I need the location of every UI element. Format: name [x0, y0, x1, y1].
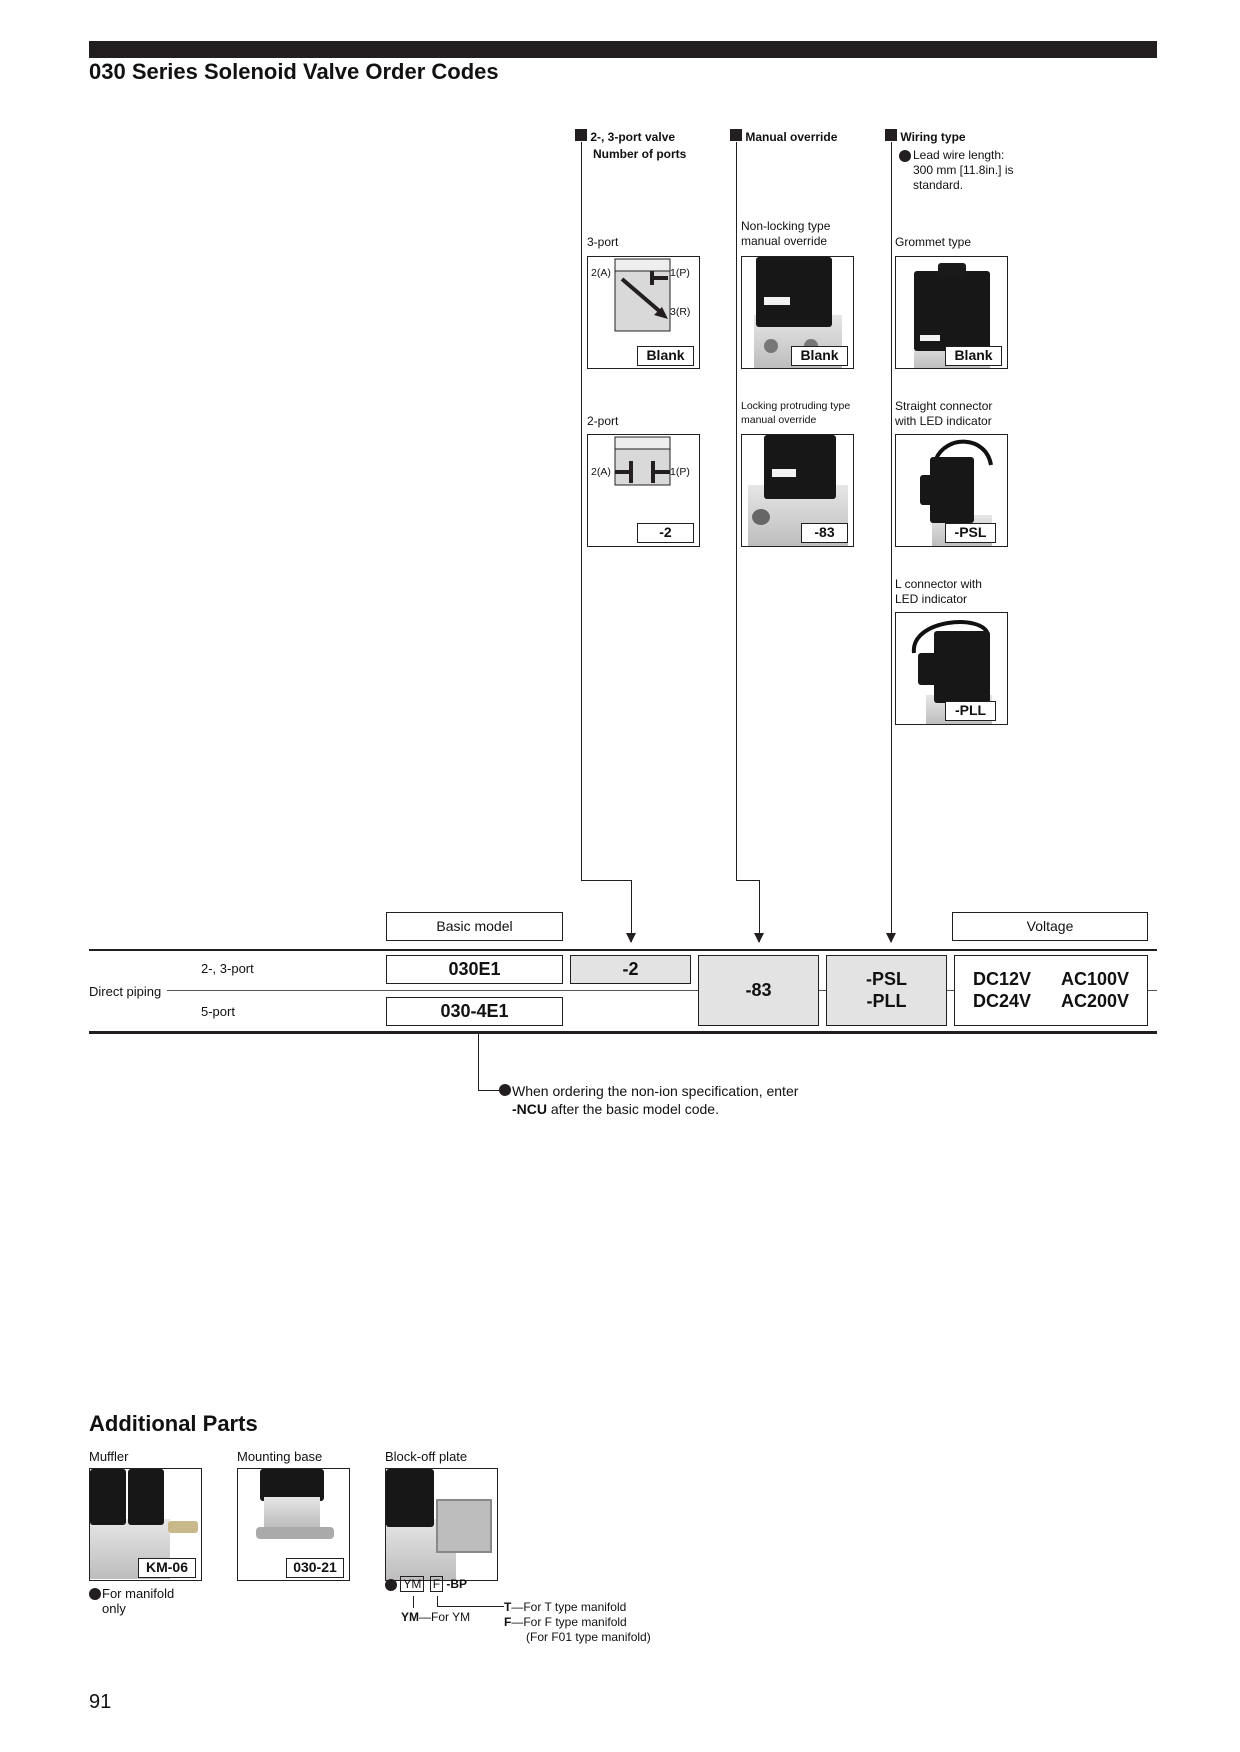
- table-bottom-rule: [89, 1031, 1157, 1034]
- two-port-valve-symbol: [614, 436, 671, 486]
- table-mid-rule: [89, 990, 1157, 991]
- arrow-down-icon: [886, 933, 896, 943]
- port-a-label: 2(A): [591, 466, 611, 478]
- bullet-icon: [899, 150, 911, 162]
- row2-label: 5-port: [201, 1004, 235, 1019]
- port-a-label: 2(A): [591, 267, 611, 279]
- muffler-label: Muffler: [89, 1449, 129, 1464]
- ports-connector-line: [581, 142, 582, 880]
- l-connector-code: -PLL: [945, 701, 996, 721]
- direct-piping-label: Direct piping: [89, 984, 168, 999]
- override-code-cell: -83: [698, 955, 819, 1026]
- model-030e1: 030E1: [386, 955, 563, 984]
- override-connector-line: [736, 142, 737, 880]
- wiring-connector-line: [891, 142, 892, 942]
- muffler-note: For manifold only: [89, 1586, 174, 1616]
- wiring-header: Wiring type: [885, 129, 966, 146]
- port-p-label: 1(P): [670, 466, 690, 478]
- ym-note: YM—For YM: [401, 1610, 471, 1624]
- ports-header: 2-, 3-port valve Number of ports: [575, 129, 686, 163]
- block-off-code: YM F -BP: [385, 1576, 467, 1595]
- arrow-down-icon: [754, 933, 764, 943]
- manual-override-header: Manual override: [730, 129, 837, 146]
- basic-model-header: Basic model: [386, 912, 563, 941]
- bullet-icon: [385, 1578, 397, 1591]
- two-port-label: 2-port: [587, 414, 619, 428]
- mounting-base-label: Mounting base: [237, 1449, 323, 1464]
- t-type-note: T—For T type manifold: [504, 1600, 627, 1614]
- block-off-plate-photo: [385, 1468, 498, 1581]
- square-bullet-icon: [885, 129, 897, 141]
- block-off-plate-label: Block-off plate: [385, 1449, 468, 1464]
- wiring-note: Lead wire length: 300 mm [11.8in.] is st…: [899, 148, 1014, 193]
- square-bullet-icon: [730, 129, 742, 141]
- three-port-code: Blank: [637, 346, 694, 366]
- page-number: 91: [89, 1691, 112, 1713]
- port-p-label: 1(P): [670, 267, 690, 279]
- f-type-note: F—For F type manifold: [504, 1615, 627, 1629]
- l-connector-label: L connector with LED indicator: [895, 577, 982, 606]
- three-port-label: 3-port: [587, 235, 619, 249]
- grommet-label: Grommet type: [895, 235, 972, 249]
- title-bar: [89, 41, 1157, 58]
- muffler-code: KM-06: [138, 1558, 196, 1578]
- two-port-code: -2: [637, 523, 694, 543]
- model-030-4e1: 030-4E1: [386, 997, 563, 1026]
- square-bullet-icon: [575, 129, 587, 141]
- locking-code: -83: [801, 523, 848, 543]
- voltage-cell: DC12V AC100V DC24V AC200V: [954, 955, 1148, 1026]
- table-top-rule: [89, 949, 1157, 951]
- port-r-label: 3(R): [670, 306, 691, 318]
- locking-photo: [741, 434, 854, 547]
- grommet-code: Blank: [945, 346, 1002, 366]
- three-port-symbol-box: [587, 256, 700, 369]
- wiring-code-cell: -PSL -PLL: [826, 955, 947, 1026]
- port-code-cell: -2: [570, 955, 691, 984]
- straight-connector-label: Straight connector with LED indicator: [895, 399, 993, 428]
- straight-connector-code: -PSL: [945, 523, 996, 543]
- ncu-note: When ordering the non-ion specification,…: [512, 1083, 799, 1117]
- nonlocking-code: Blank: [791, 346, 848, 366]
- locking-label: Locking protruding type manual override: [741, 400, 851, 426]
- page-title: 030 Series Solenoid Valve Order Codes: [89, 59, 499, 84]
- arrow-down-icon: [626, 933, 636, 943]
- additional-parts-title: Additional Parts: [89, 1411, 258, 1436]
- bullet-icon: [89, 1588, 101, 1600]
- three-port-valve-symbol: [614, 258, 671, 332]
- mounting-base-code: 030-21: [286, 1558, 344, 1578]
- bullet-icon: [499, 1084, 511, 1096]
- f01-type-note: (For F01 type manifold): [526, 1630, 651, 1644]
- row1-label: 2-, 3-port: [201, 961, 254, 976]
- voltage-header: Voltage: [952, 912, 1148, 941]
- nonlocking-label: Non-locking type manual override: [741, 219, 831, 248]
